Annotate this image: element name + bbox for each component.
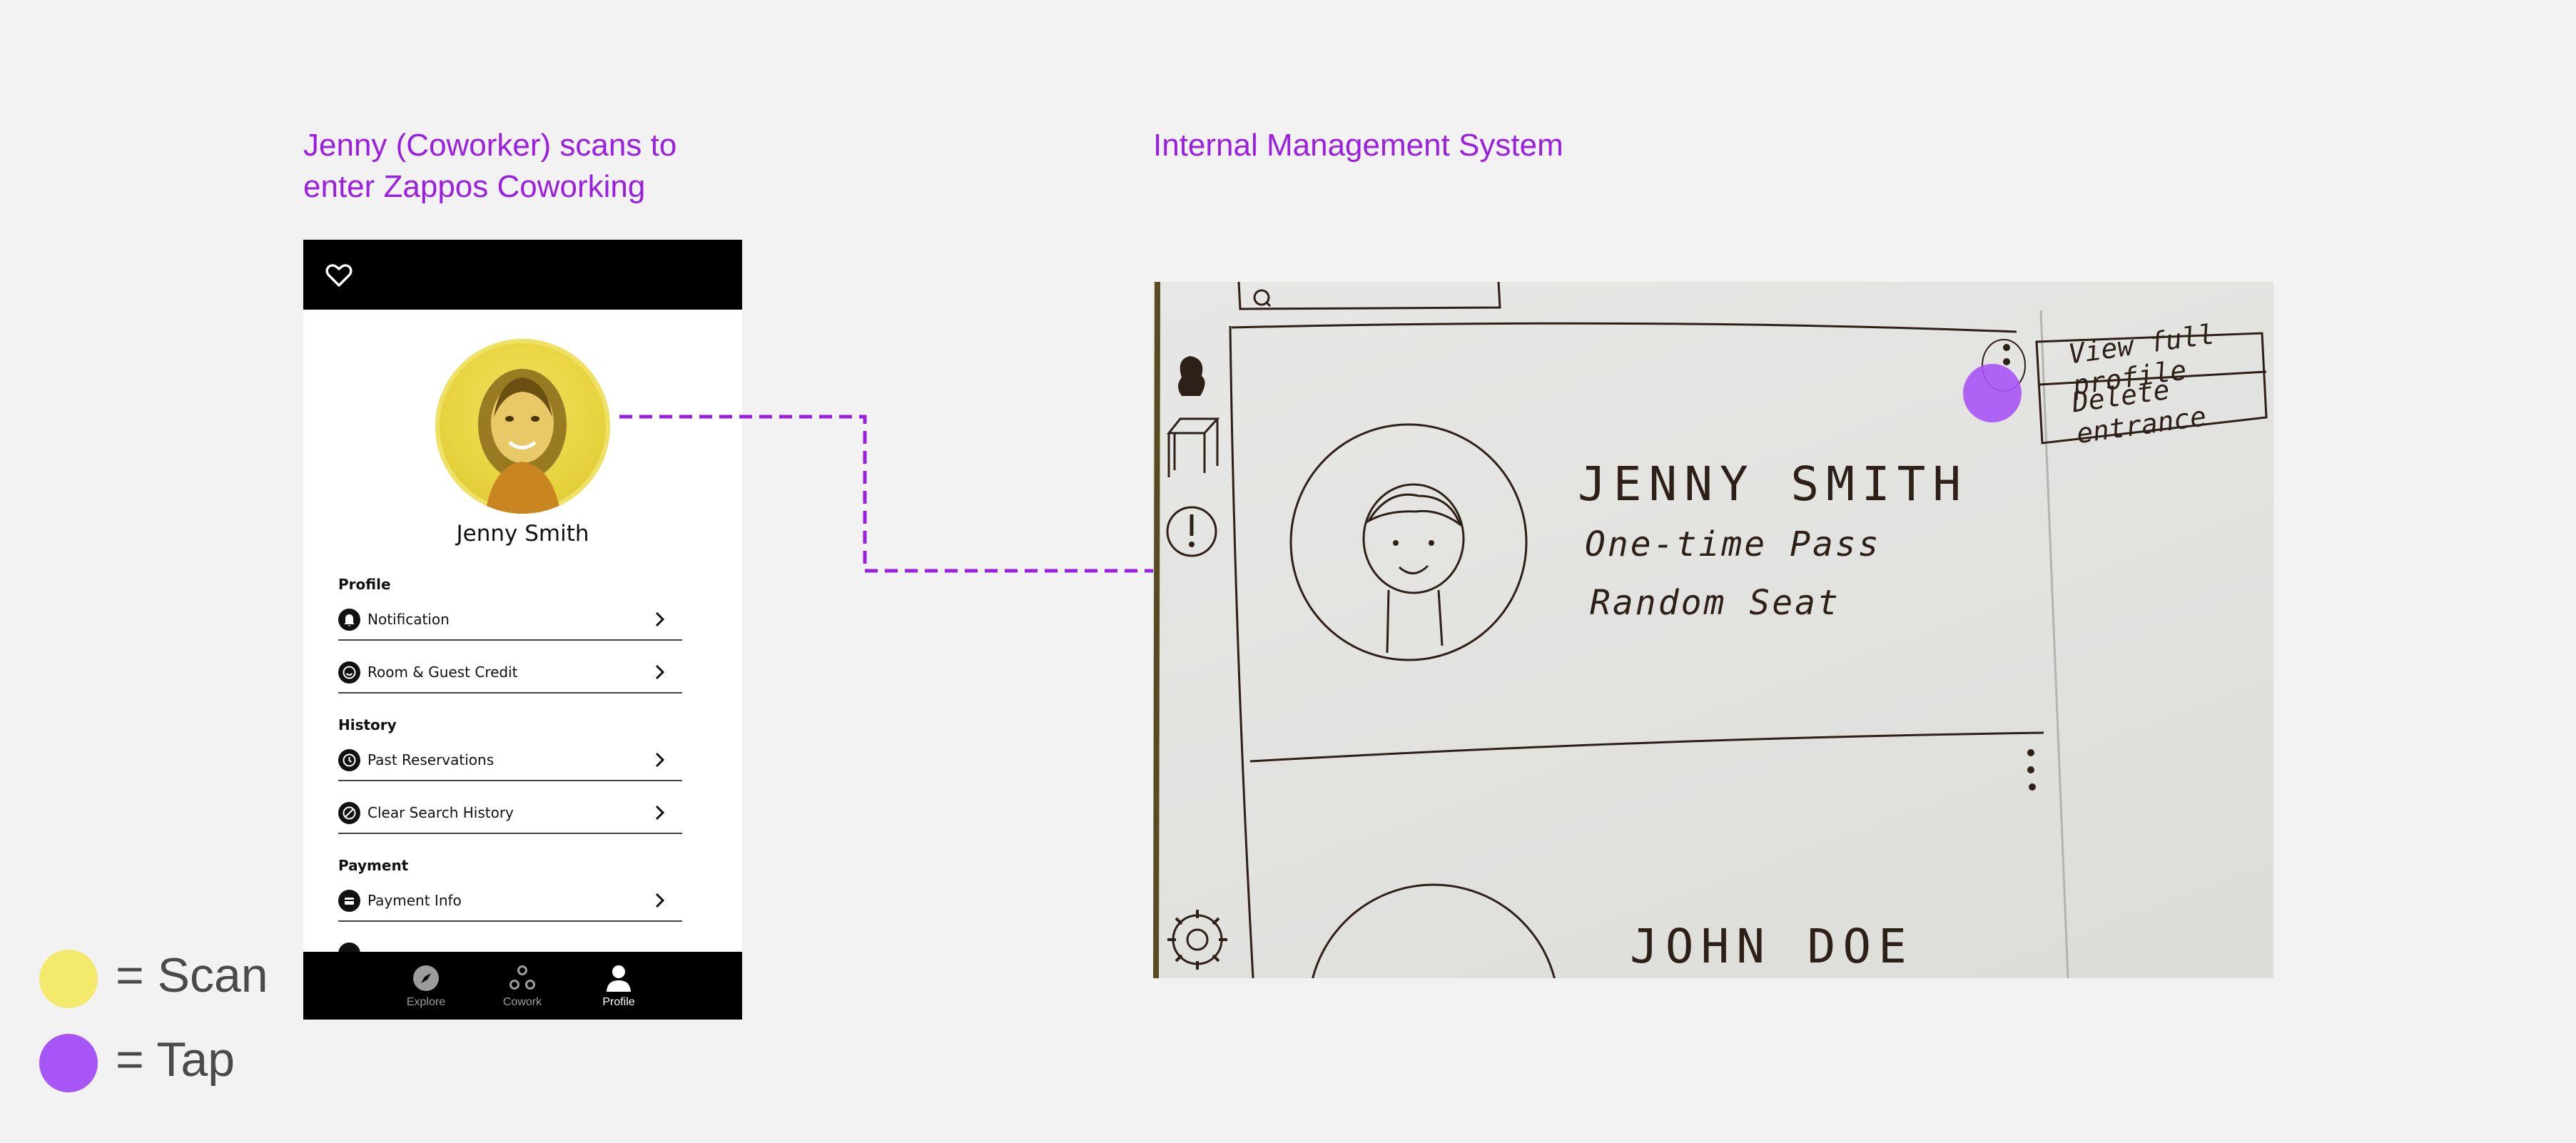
chevron-right-icon [654,664,666,681]
clock-icon [338,749,360,771]
nav-cowork[interactable]: Cowork [487,963,558,1009]
tap-indicator [1963,364,2022,422]
chevron-right-icon [654,611,666,628]
menu-label: Notification [367,611,450,628]
bottom-nav: Explore Cowork Profile [303,952,742,1020]
menu-label: Room & Guest Credit [367,664,518,681]
phone-profile-screen: Jenny Smith Profile Notification Room & … [303,240,742,1020]
person-icon [607,965,631,992]
compass-icon [413,965,439,991]
menu-item-room-guest-credit[interactable]: Room & Guest Credit [338,652,682,694]
sketch-jenny-name: JENNY SMITH [1578,457,1969,512]
sketch-john-name: JOHN DOE [1630,919,1914,974]
avatar [435,339,610,514]
management-system-heading: Internal Management System [1153,128,1563,163]
cowork-icon [509,965,535,990]
nav-label: Profile [602,996,635,1008]
sketch-drawing [1153,282,2268,978]
chevron-right-icon [654,892,666,909]
nav-explore[interactable]: Explore [390,963,462,1009]
menu-label: Past Reservations [367,751,495,768]
nav-label: Cowork [502,996,542,1008]
legend-tap-swatch [39,1034,98,1092]
menu-item-clear-search-history[interactable]: Clear Search History [338,793,682,834]
menu-label: Clear Search History [367,804,514,821]
legend-tap-label: = Tap [116,1032,235,1087]
section-payment: Payment [338,857,409,874]
user-name: Jenny Smith [456,521,589,547]
smile-icon [338,661,360,684]
nav-profile[interactable]: Profile [583,963,654,1009]
section-profile: Profile [338,576,391,593]
nav-label: Explore [406,996,446,1008]
wallet-icon [338,890,360,912]
management-system-sketch: JENNY SMITH One-time Pass Random Seat JO… [1153,282,2273,978]
sketch-seat: Random Seat [1590,583,1840,623]
block-icon [338,802,360,824]
menu-label: Payment Info [367,892,462,909]
section-history: History [338,716,397,733]
legend-scan-swatch [39,950,98,1008]
legend-scan-label: = Scan [116,948,268,1002]
menu-item-past-reservations[interactable]: Past Reservations [338,740,682,781]
heart-icon[interactable] [325,261,353,290]
chevron-right-icon [654,804,666,821]
sketch-pass-type: One-time Pass [1585,524,1881,564]
scan-flow-heading: Jenny (Coworker) scans to enter Zappos C… [303,128,677,204]
menu-item-notification[interactable]: Notification [338,599,682,641]
menu-item-payment-info[interactable]: Payment Info [338,880,682,922]
chevron-right-icon [654,751,666,768]
bell-icon [338,609,360,631]
phone-top-bar [303,240,742,310]
